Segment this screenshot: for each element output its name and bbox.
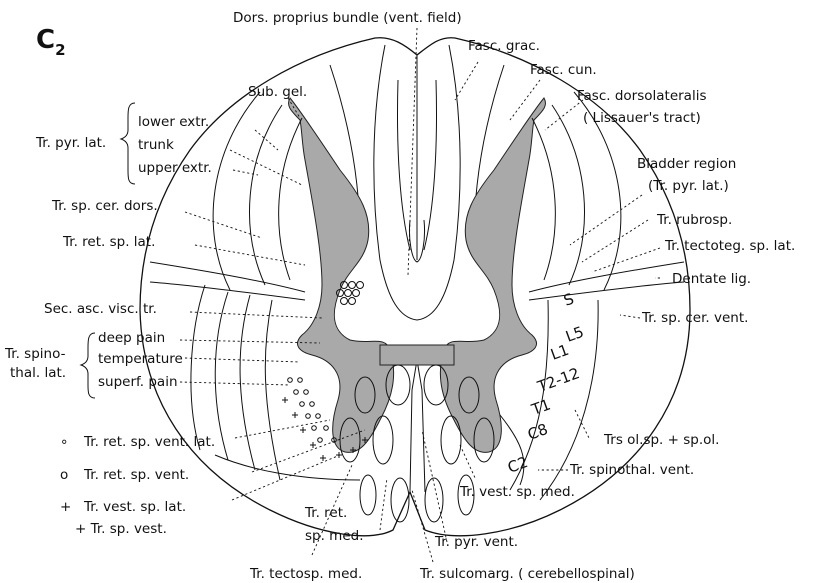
symbol-small-circle: ∘: [60, 434, 68, 450]
label-fasc-cun: Fasc. cun.: [530, 62, 597, 78]
label-tr-rubrosp: Tr. rubrosp.: [656, 212, 732, 228]
label-tr-spino: Tr. spino-: [4, 346, 66, 362]
segment-l5: L5: [563, 323, 586, 346]
label-fasc-grac: Fasc. grac.: [468, 38, 540, 54]
label-dors-proprius: Dors. proprius bundle (vent. field): [233, 10, 462, 26]
symbol-plus: +: [60, 499, 71, 515]
label-tr-sp-cer-dors: Tr. sp. cer. dors.: [51, 198, 158, 214]
label-tr-ret-sp-vent-lat: Tr. ret. sp. vent. lat.: [83, 434, 215, 450]
label-tr-vest-sp-med: Tr. vest. sp. med.: [459, 484, 575, 500]
label-trunk: trunk: [138, 137, 174, 153]
label-lissauer: ( Lissauer's tract): [583, 110, 701, 126]
label-tr-pyr-vent: Tr. pyr. vent.: [434, 534, 518, 550]
label-thal-lat: thal. lat.: [10, 365, 66, 381]
label-tr-tectoteg: Tr. tectoteg. sp. lat.: [664, 238, 795, 254]
label-sub-gel: Sub. gel.: [248, 84, 307, 100]
label-fasc-dorsolat: Fasc. dorsolateralis: [577, 88, 707, 104]
label-lower-extr: lower extr.: [138, 114, 209, 130]
label-tr-ret-sp-med-2: sp. med.: [305, 528, 364, 544]
label-tr-tectosp-med: Tr. tectosp. med.: [249, 566, 362, 582]
label-superf-pain: superf. pain: [98, 374, 178, 390]
label-tr-ret-sp-vent: Tr. ret. sp. vent.: [83, 467, 189, 483]
label-dentate-lig: Dentate lig.: [672, 271, 751, 287]
level-title: C2: [36, 25, 66, 59]
label-tr-ret-sp-med-1: Tr. ret.: [304, 505, 347, 521]
label-tr-vest-sp-lat: Tr. vest. sp. lat.: [83, 499, 186, 515]
label-tr-pyr-lat: Tr. pyr. lat.: [35, 135, 106, 151]
label-deep-pain: deep pain: [98, 330, 165, 346]
label-temperature: temperature: [98, 351, 183, 367]
label-tr-sulcomarg: Tr. sulcomarg. ( cerebellospinal): [419, 566, 635, 582]
leader-lines: [180, 28, 660, 562]
label-tr-spinothal-vent: Tr. spinothal. vent.: [569, 462, 694, 478]
segment-t12: T2-12: [534, 364, 582, 396]
symbol-open-circle: o: [60, 467, 68, 483]
label-upper-extr: upper extr.: [138, 160, 212, 176]
segment-s: S: [561, 290, 576, 310]
label-tr-ret-sp-lat: Tr. ret. sp. lat.: [62, 234, 155, 250]
label-tr-sp-cer-vent: Tr. sp. cer. vent.: [641, 310, 748, 326]
label-tr-sp-vest: + Tr. sp. vest.: [75, 521, 167, 537]
segment-c8: C8: [525, 420, 550, 444]
label-trs-olsp: Trs ol.sp. + sp.ol.: [603, 432, 719, 448]
label-sec-asc-visc: Sec. asc. visc. tr.: [44, 301, 157, 317]
labels: Dors. proprius bundle (vent. field) Fasc…: [4, 10, 795, 582]
segment-t1: T1: [528, 395, 553, 419]
label-bladder-sub: (Tr. pyr. lat.): [648, 178, 729, 194]
label-bladder-region: Bladder region: [637, 156, 736, 172]
